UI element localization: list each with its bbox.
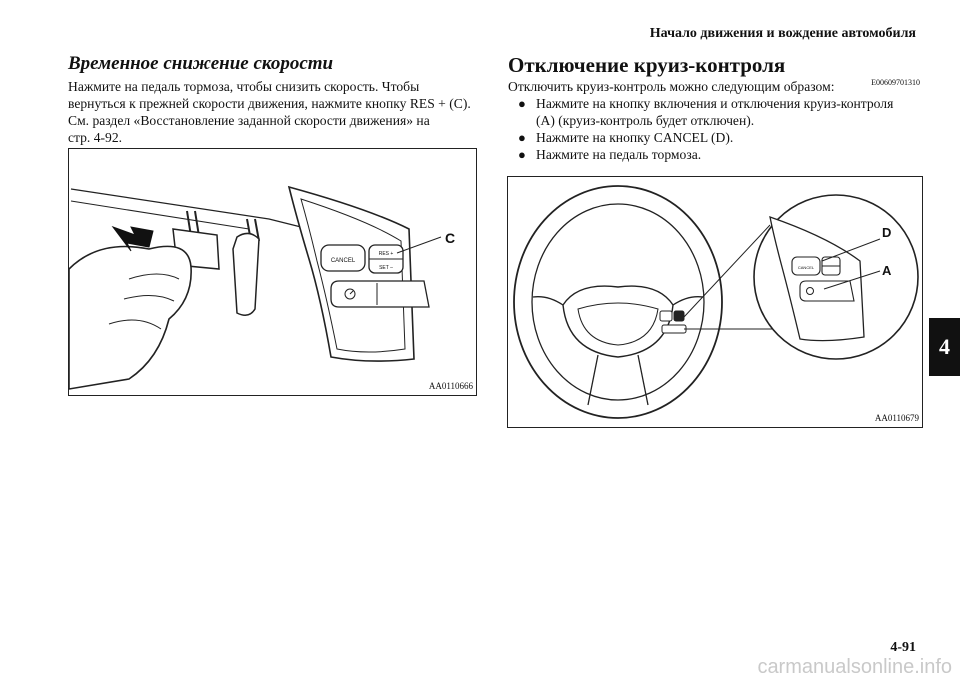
bullet-icon: ● [518, 130, 526, 145]
cruise-icon [344, 288, 356, 300]
list-item: ● Нажмите на кнопку CANCEL (D). [508, 129, 920, 146]
press-arrow-icon [111, 225, 154, 252]
header-title: Начало движения и вождение автомобиля [649, 26, 916, 41]
cancel-label-small: CANCEL [798, 265, 815, 270]
paragraph-line: стр. 4-92. [68, 130, 123, 145]
watermark: carmanualsonline.info [757, 656, 952, 678]
right-column: Отключение круиз-контроля E00609701310 О… [508, 52, 920, 163]
bullet-list: ● Нажмите на кнопку включения и отключени… [508, 95, 920, 163]
figure-brake-pedal: CANCEL RES + SET – C AA0110666 [68, 148, 477, 396]
section-title-speed-reduction: Временное снижение скорости [68, 53, 334, 74]
set-label: SET – [379, 265, 393, 271]
list-item-text: Нажмите на педаль тормоза. [536, 147, 702, 162]
section-code: E00609701310 [871, 78, 920, 87]
figure-code: AA0110666 [428, 381, 473, 391]
paragraph-line: вернуться к прежней скорости движения, н… [68, 96, 471, 111]
cancel-button-drawing [320, 244, 366, 272]
callout-d: D [882, 225, 891, 240]
left-column: Временное снижение скорости Нажмите на п… [68, 52, 480, 146]
list-item-text: Нажмите на кнопку включения и отключения… [536, 96, 894, 111]
brake-pedal-illustration: CANCEL RES + SET – C [68, 185, 455, 390]
paragraph-line: См. раздел «Восстановление заданной скор… [68, 113, 430, 128]
list-item-text: Нажмите на кнопку CANCEL (D). [536, 130, 734, 145]
cancel-label: CANCEL [331, 258, 356, 264]
figure-steering-wheel: CANCEL D A AA0110679 [507, 176, 923, 428]
cruise-icon-small [806, 287, 814, 295]
steering-wheel-illustration: CANCEL D A [513, 185, 919, 419]
bullet-icon: ● [518, 96, 526, 111]
list-item: ● Нажмите на педаль тормоза. [508, 146, 920, 163]
intro-text: Отключить круиз-контроль можно следующим… [508, 79, 835, 94]
chapter-tab: 4 [929, 318, 960, 376]
callout-c: C [445, 230, 455, 246]
list-item-text: (A) (круиз-контроль будет отключен). [536, 113, 755, 128]
callout-a: A [882, 263, 892, 278]
section-title-cruise-off: Отключение круиз-контроля [508, 53, 786, 77]
list-item: (A) (круиз-контроль будет отключен). [508, 112, 920, 129]
figure-code: AA0110679 [874, 413, 919, 423]
page-number: 4-91 [890, 640, 916, 655]
paragraph-line: Нажмите на педаль тормоза, чтобы снизить… [68, 79, 420, 94]
list-item: ● Нажмите на кнопку включения и отключени… [508, 95, 920, 112]
res-label: RES + [379, 251, 394, 257]
bullet-icon: ● [518, 147, 526, 162]
